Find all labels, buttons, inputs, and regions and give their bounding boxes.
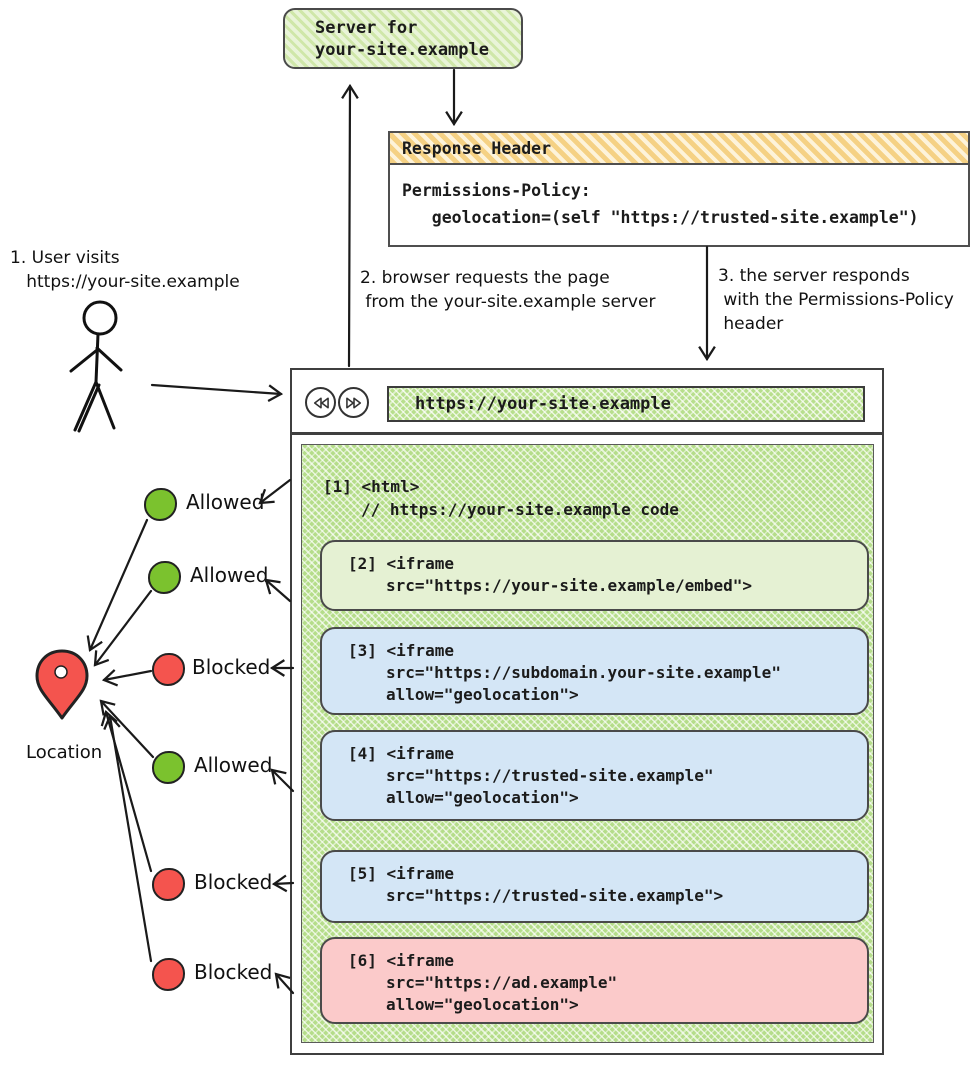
status-label: Allowed bbox=[186, 490, 265, 514]
code-line: src="https://ad.example" bbox=[386, 973, 618, 992]
arrow-dot4-to-pin bbox=[99, 699, 155, 759]
browser-window: https://your-site.example [1] <html> // … bbox=[290, 368, 884, 1055]
user-stick-figure bbox=[69, 300, 123, 433]
status-label: Allowed bbox=[190, 563, 269, 587]
code-line: src="https://trusted-site.example" bbox=[386, 766, 714, 785]
code-line: src="https://trusted-site.example"> bbox=[386, 886, 724, 905]
status-dot-allowed bbox=[148, 561, 181, 594]
arrow-dot3-to-pin bbox=[101, 669, 153, 687]
server-box-label: Server for your-site.example bbox=[315, 17, 489, 60]
iframe-card-6-blocked: [6] <iframe src="https://ad.example" all… bbox=[320, 937, 869, 1024]
arrow-browser-to-server bbox=[341, 83, 359, 368]
status-label: Blocked bbox=[192, 655, 271, 679]
code-line: [5] <iframe bbox=[348, 864, 454, 883]
code-line: // https://your-site.example code bbox=[361, 500, 679, 519]
permissions-policy-text: Permissions-Policy: geolocation=(self "h… bbox=[402, 181, 919, 227]
iframe-card-2-allowed: [2] <iframe src="https://your-site.examp… bbox=[320, 540, 869, 611]
response-header-title: Response Header bbox=[402, 138, 552, 158]
status-dot-blocked bbox=[152, 653, 185, 686]
annotation-step3: 3. the server responds with the Permissi… bbox=[718, 266, 954, 334]
code-line: allow="geolocation"> bbox=[386, 685, 579, 704]
code-line: [4] <iframe bbox=[348, 744, 454, 763]
code-line: [1] <html> bbox=[323, 477, 420, 496]
code-line: [3] <iframe bbox=[348, 641, 454, 660]
forward-button[interactable] bbox=[338, 387, 369, 418]
code-line: src="https://your-site.example/embed"> bbox=[386, 576, 753, 595]
iframe-card-3-blocked: [3] <iframe src="https://subdomain.your-… bbox=[320, 627, 869, 715]
arrow-row2-to-status bbox=[264, 578, 292, 603]
annotation-step2: 2. browser requests the page from the yo… bbox=[360, 268, 656, 312]
status-dot-allowed bbox=[144, 488, 177, 521]
annotation-step1: 1. User visits https://your-site.example bbox=[10, 248, 240, 292]
status-label: Blocked bbox=[194, 960, 273, 984]
status-dot-blocked bbox=[152, 958, 185, 991]
status-label: Blocked bbox=[194, 870, 273, 894]
browser-chrome-bar: https://your-site.example bbox=[292, 370, 882, 435]
code-line: allow="geolocation"> bbox=[386, 788, 579, 807]
fast-forward-icon bbox=[345, 397, 361, 408]
code-line: src="https://subdomain.your-site.example… bbox=[386, 663, 781, 682]
status-dot-blocked bbox=[152, 868, 185, 901]
code-line: allow="geolocation"> bbox=[386, 995, 579, 1014]
location-pin-icon bbox=[35, 649, 89, 720]
code-block-1-html: [1] <html> // https://your-site.example … bbox=[323, 475, 679, 521]
back-button[interactable] bbox=[305, 387, 336, 418]
rewind-icon bbox=[313, 397, 329, 408]
response-header-titlebar: Response Header bbox=[390, 133, 968, 165]
code-line: [6] <iframe bbox=[348, 951, 454, 970]
location-label: Location bbox=[26, 742, 103, 763]
arrow-dot1-to-pin bbox=[86, 518, 149, 652]
url-bar[interactable]: https://your-site.example bbox=[387, 386, 865, 422]
iframe-card-4-allowed: [4] <iframe src="https://trusted-site.ex… bbox=[320, 730, 869, 821]
page-content-area: [1] <html> // https://your-site.example … bbox=[301, 444, 874, 1043]
status-label: Allowed bbox=[194, 753, 273, 777]
arrow-row1-to-status bbox=[258, 478, 292, 505]
code-line: [2] <iframe bbox=[348, 554, 454, 573]
iframe-card-5-blocked: [5] <iframe src="https://trusted-site.ex… bbox=[320, 850, 869, 923]
response-header-box: Response Header Permissions-Policy: geol… bbox=[388, 131, 970, 247]
server-box: Server for your-site.example bbox=[283, 8, 523, 69]
status-dot-allowed bbox=[152, 751, 185, 784]
arrow-dot5-to-pin bbox=[100, 709, 153, 873]
arrow-dot6-to-pin bbox=[103, 713, 153, 963]
url-text: https://your-site.example bbox=[415, 394, 671, 414]
arrow-dot2-to-pin bbox=[93, 589, 153, 667]
arrow-user-to-browser bbox=[150, 383, 284, 402]
